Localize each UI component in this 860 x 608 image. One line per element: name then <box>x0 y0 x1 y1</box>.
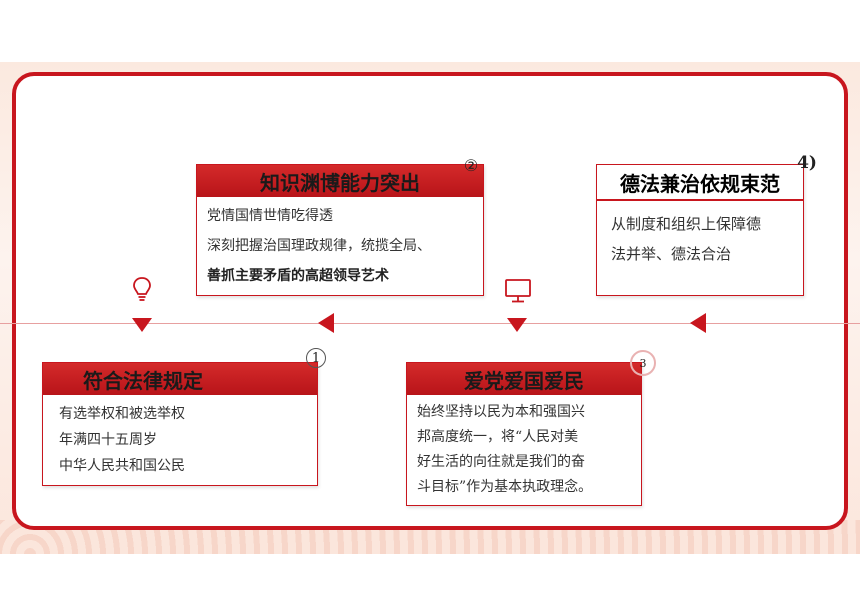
knowledge-box: 知识渊博能力突出 党情国情世情吃得透 深刻把握治国理政规律，统揽全局、 善抓主要… <box>196 164 484 296</box>
legal-box-body: 有选举权和被选举权 年满四十五周岁 中华人民共和国公民 <box>59 403 311 481</box>
lightbulb-icon <box>133 277 151 301</box>
patriot-line-2: 邦高度统一，将“人民对美 <box>417 429 579 445</box>
knowledge-line-2: 深刻把握治国理政规律，统揽全局、 <box>207 238 431 254</box>
down-arrow-1 <box>132 318 152 332</box>
timeline-line <box>0 323 860 324</box>
rule-of-law-line-2: 法并举、德法合治 <box>611 245 732 263</box>
knowledge-badge: ② <box>463 155 479 175</box>
legal-line-1: 有选举权和被选举权 <box>59 406 185 422</box>
left-arrow-1 <box>318 313 334 333</box>
legal-line-3: 中华人民共和国公民 <box>59 458 185 474</box>
knowledge-box-body: 党情国情世情吃得透 深刻把握治国理政规律，统揽全局、 善抓主要矛盾的高超领导艺术 <box>207 205 477 295</box>
legal-line-2: 年满四十五周岁 <box>59 432 157 448</box>
patriot-line-3: 好生活的向往就是我们的奋 <box>417 454 585 470</box>
patriot-box-body: 始终坚持以民为本和强国兴 邦高度统一，将“人民对美 好生活的向往就是我们的奋 斗… <box>417 401 635 501</box>
legal-box-title: 符合法律规定 <box>43 363 317 395</box>
patriot-badge: 3 <box>630 350 656 376</box>
knowledge-box-title: 知识渊博能力突出 <box>197 165 483 197</box>
monitor-icon <box>505 279 531 303</box>
rule-of-law-badge: 4) <box>797 153 817 173</box>
patriot-line-4: 斗目标”作为基本执政理念。 <box>417 479 593 495</box>
patriot-box-title: 爱党爱国爱民 <box>407 363 641 395</box>
patriot-line-1: 始终坚持以民为本和强国兴 <box>417 404 585 420</box>
rule-of-law-box-body: 从制度和组织上保障德 法并举、德法合治 <box>611 213 797 273</box>
knowledge-line-3: 善抓主要矛盾的高超领导艺术 <box>207 268 389 284</box>
knowledge-line-1: 党情国情世情吃得透 <box>207 208 333 224</box>
rule-of-law-line-1: 从制度和组织上保障德 <box>611 215 762 233</box>
rule-of-law-box: 德法兼治依规束范 从制度和组织上保障德 法并举、德法合治 <box>596 164 804 296</box>
down-arrow-2 <box>507 318 527 332</box>
legal-badge: 1 <box>306 348 326 368</box>
rule-of-law-box-title: 德法兼治依规束范 <box>597 165 803 201</box>
patriot-box: 爱党爱国爱民 始终坚持以民为本和强国兴 邦高度统一，将“人民对美 好生活的向往就… <box>406 362 642 506</box>
left-arrow-2 <box>690 313 706 333</box>
legal-box: 符合法律规定 有选举权和被选举权 年满四十五周岁 中华人民共和国公民 <box>42 362 318 486</box>
